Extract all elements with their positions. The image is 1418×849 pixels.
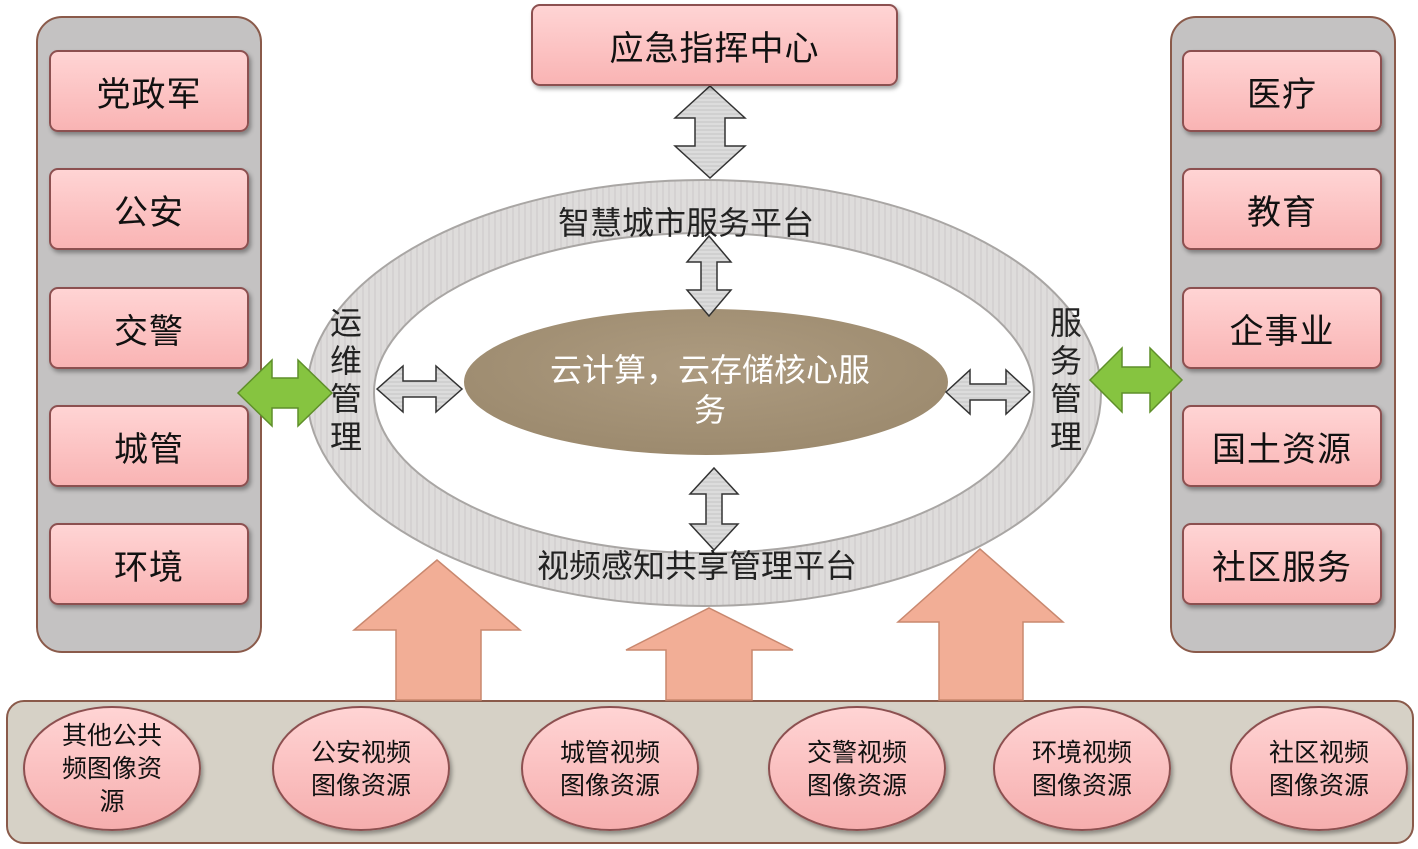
up-arrow-left (351, 559, 523, 701)
right-item-label: 国土资源 (1212, 429, 1352, 470)
right-item-box: 企事业 (1182, 287, 1382, 369)
right-item-box: 医疗 (1182, 50, 1382, 132)
left-item-label: 交警 (114, 311, 184, 352)
right-item-box: 社区服务 (1182, 523, 1382, 605)
left-item-box: 城管 (49, 405, 249, 487)
left-item-box: 公安 (49, 168, 249, 250)
source-label: 公安视频图像资源 (311, 737, 412, 800)
command-center-label: 应急指挥中心 (609, 28, 820, 69)
green-arrow-left (236, 358, 334, 428)
source-oval: 其他公共频图像资源 (23, 706, 201, 831)
green-arrow-right (1088, 346, 1184, 414)
right-item-box: 国土资源 (1182, 405, 1382, 487)
command-center-box: 应急指挥中心 (531, 4, 898, 86)
source-oval: 交警视频图像资源 (768, 706, 946, 831)
source-label: 环境视频图像资源 (1032, 737, 1133, 800)
arrow-right-inner (944, 368, 1032, 416)
left-item-box: 环境 (49, 523, 249, 605)
left-item-label: 城管 (114, 429, 184, 470)
source-oval: 社区视频图像资源 (1230, 706, 1408, 831)
left-item-label: 党政军 (96, 74, 202, 115)
ring-right-label: 服务管理 (1049, 304, 1082, 456)
left-item-label: 环境 (114, 547, 184, 588)
source-oval: 公安视频图像资源 (272, 706, 450, 831)
up-arrow-right (896, 547, 1065, 701)
arrow-top-inner (685, 234, 733, 318)
ring-left-label: 运维管理 (329, 304, 362, 456)
source-oval: 城管视频图像资源 (521, 706, 699, 831)
arrow-top-outer (673, 84, 747, 180)
right-item-label: 社区服务 (1212, 547, 1352, 588)
core-label: 云计算，云存储核心服务 (549, 351, 870, 429)
ring-bottom-label: 视频感知共享管理平台 (537, 547, 858, 585)
source-label: 交警视频图像资源 (807, 737, 908, 800)
arrow-bottom-inner (688, 466, 740, 552)
source-label: 城管视频图像资源 (560, 737, 661, 800)
source-oval: 环境视频图像资源 (993, 706, 1171, 831)
bottom-panel (6, 700, 1414, 844)
right-item-box: 教育 (1182, 168, 1382, 250)
left-item-box: 交警 (49, 287, 249, 369)
arrow-left-inner (375, 364, 464, 414)
right-item-label: 教育 (1247, 192, 1317, 233)
up-arrow-middle (625, 607, 794, 701)
left-item-label: 公安 (114, 192, 184, 233)
right-item-label: 医疗 (1247, 74, 1317, 115)
ring-top-label: 智慧城市服务平台 (558, 204, 815, 242)
source-label: 社区视频图像资源 (1269, 737, 1370, 800)
source-label: 其他公共频图像资源 (62, 721, 163, 816)
left-item-box: 党政军 (49, 50, 249, 132)
right-item-label: 企事业 (1229, 311, 1335, 352)
